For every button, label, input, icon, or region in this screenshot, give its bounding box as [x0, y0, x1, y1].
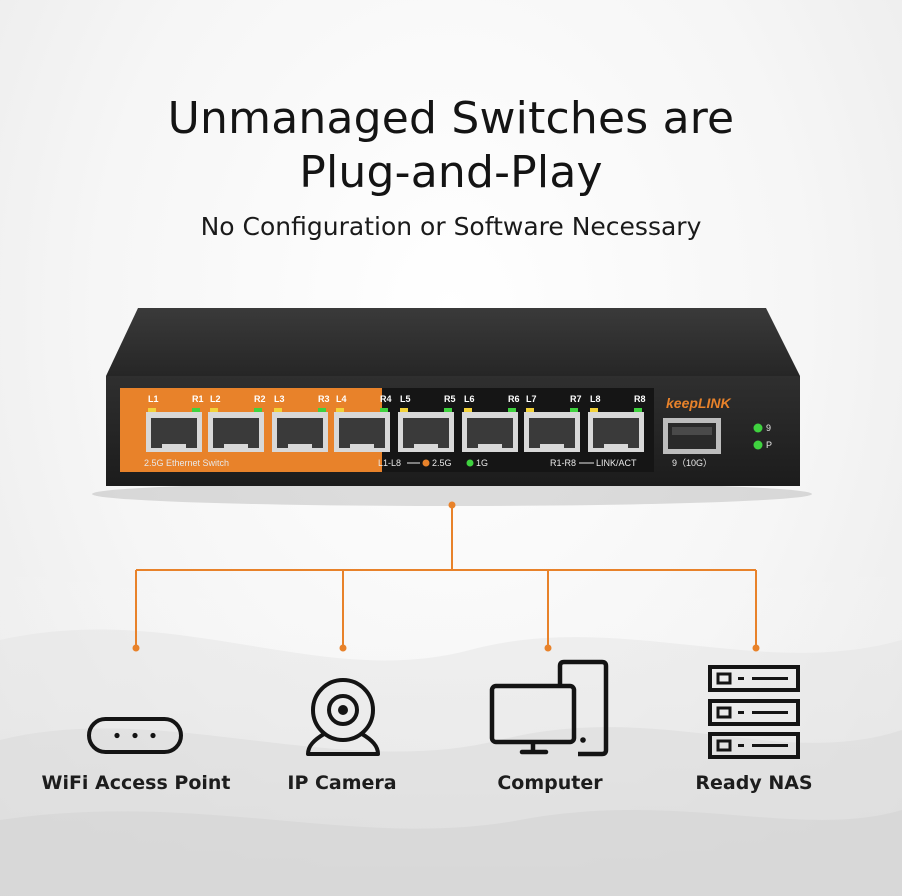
device-label-ip-camera: IP Camera	[287, 772, 397, 794]
ethernet-port[interactable]	[208, 408, 264, 452]
led-label: 9	[766, 423, 771, 433]
port-label: L2	[210, 394, 221, 404]
headline-line-2: Plug-and-Play	[299, 147, 603, 198]
port-label: L6	[464, 394, 475, 404]
computer-icon	[489, 659, 609, 757]
port-label: L3	[274, 394, 285, 404]
legend-r: R1-R8	[550, 458, 576, 468]
port-label: R2	[254, 394, 266, 404]
ethernet-ports	[146, 408, 644, 452]
port-label: R5	[444, 394, 456, 404]
ethernet-port[interactable]	[588, 408, 644, 452]
port-label: R4	[380, 394, 392, 404]
background-waves	[0, 549, 902, 896]
network-switch: L1 R1 L2 R2 L3 R3 L4 R4 L5 R5 L6 R6 L7 R…	[92, 308, 812, 506]
port-label: R3	[318, 394, 330, 404]
led-label: P	[766, 440, 772, 450]
port-labels: L1 R1 L2 R2 L3 R3 L4 R4 L5 R5 L6 R6 L7 R…	[148, 394, 646, 404]
port-label: L4	[336, 394, 347, 404]
port-legend: L1-L8 2.5G 1G R1-R8 LINK/ACT	[378, 458, 637, 468]
wifi-access-point-icon	[87, 717, 183, 754]
ethernet-port[interactable]	[524, 408, 580, 452]
port-label: L7	[526, 394, 537, 404]
sfp-label: 9（10G）	[672, 458, 712, 468]
device-label-wifi-access-point: WiFi Access Point	[41, 772, 231, 794]
port-label: R8	[634, 394, 646, 404]
brand-logo: keepLINK	[666, 395, 731, 411]
status-led	[753, 440, 763, 450]
panel-label: 2.5G Ethernet Switch	[144, 458, 229, 468]
port-label: R1	[192, 394, 204, 404]
ip-camera-icon	[306, 678, 380, 756]
nas-icon	[708, 665, 800, 759]
port-label: L8	[590, 394, 601, 404]
switch-top	[106, 308, 800, 376]
subheadline: No Configuration or Software Necessary	[200, 212, 702, 241]
legend-25g-dot	[422, 459, 430, 467]
device-label-computer: Computer	[497, 772, 603, 794]
ethernet-port[interactable]	[462, 408, 518, 452]
headline: Unmanaged Switches are Plug-and-Play	[0, 92, 902, 200]
legend-link: LINK/ACT	[596, 458, 637, 468]
legend-1g: 1G	[476, 458, 488, 468]
port-label: R6	[508, 394, 520, 404]
ethernet-port[interactable]	[334, 408, 390, 452]
ethernet-port[interactable]	[398, 408, 454, 452]
port-label: R7	[570, 394, 582, 404]
status-led	[753, 423, 763, 433]
legend-25g: 2.5G	[432, 458, 452, 468]
port-label: L5	[400, 394, 411, 404]
device-label-ready-nas: Ready NAS	[695, 772, 813, 794]
ethernet-port[interactable]	[272, 408, 328, 452]
legend-1g-dot	[466, 459, 474, 467]
headline-line-1: Unmanaged Switches are	[167, 93, 735, 144]
ethernet-port[interactable]	[146, 408, 202, 452]
port-label: L1	[148, 394, 159, 404]
legend-l: L1-L8	[378, 458, 401, 468]
sfp-port[interactable]	[663, 418, 721, 454]
